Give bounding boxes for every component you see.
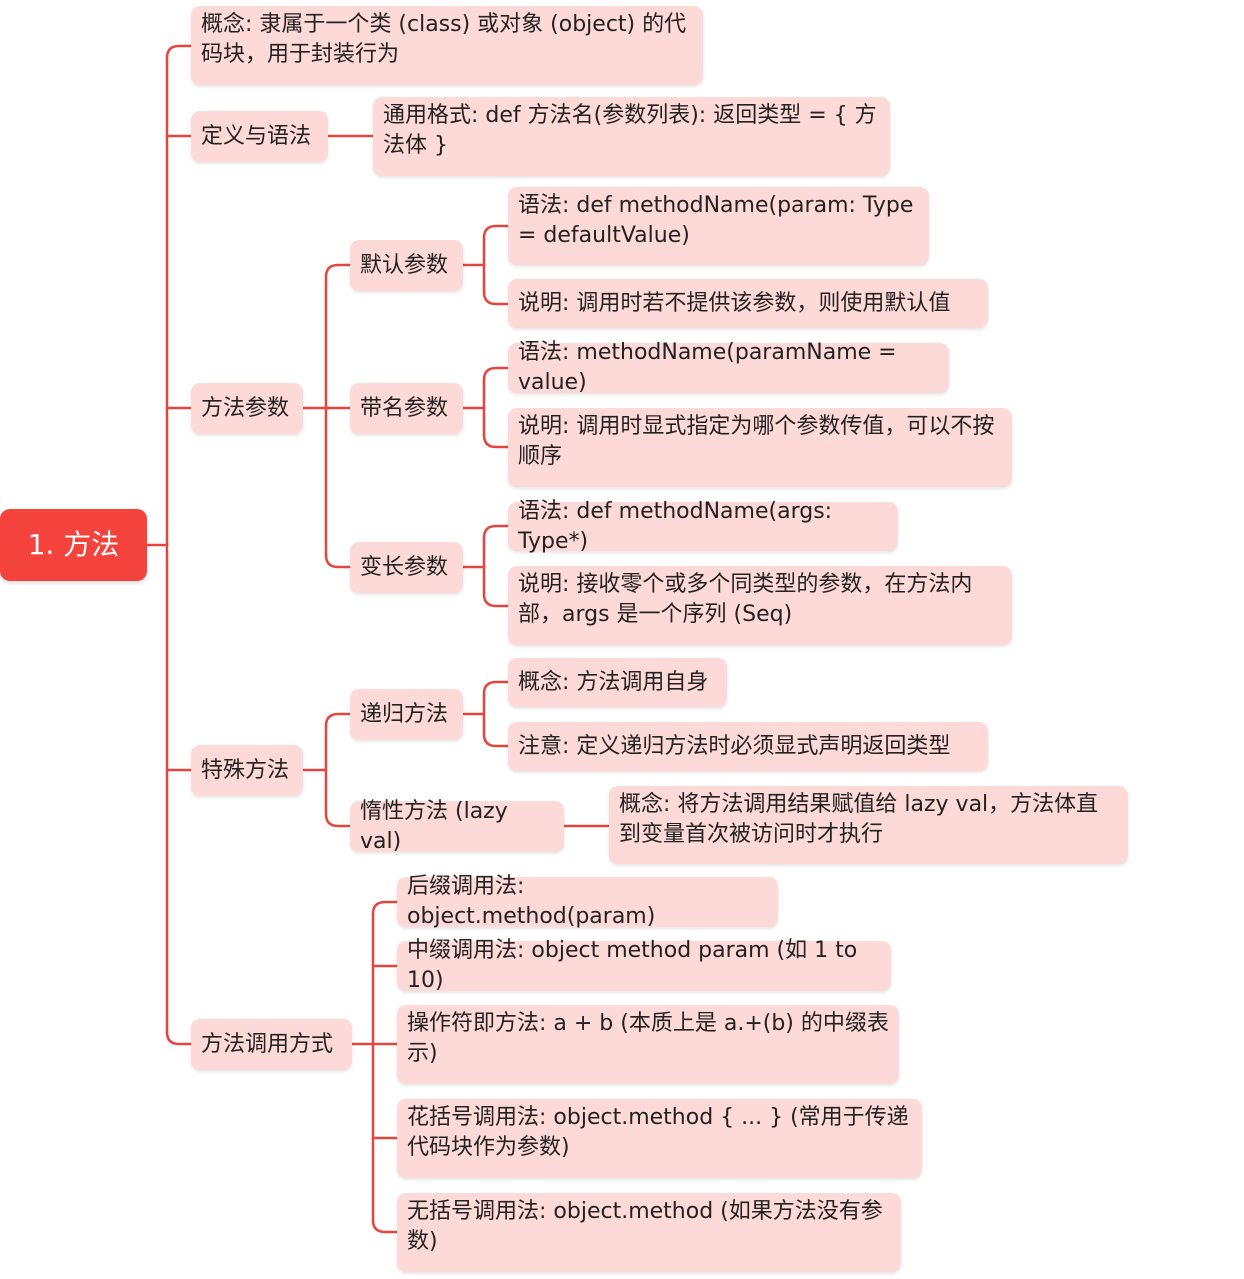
- link-default-branch-0: [482, 224, 510, 240]
- node-general-format[interactable]: 通用格式: def 方法名(参数列表): 返回类型 = { 方法体 }: [373, 97, 890, 176]
- node-named-syntax[interactable]: 语法: methodName(paramName = value): [508, 340, 949, 395]
- link-params-branch-2: [324, 553, 352, 569]
- node-default-syntax[interactable]: 语法: def methodName(param: Type = default…: [508, 187, 929, 265]
- node-concept[interactable]: 概念: 隶属于一个类 (class) 或对象 (object) 的代码块，用于封…: [191, 6, 703, 85]
- node-method-params[interactable]: 方法参数: [191, 383, 303, 434]
- node-recursive-note[interactable]: 注意: 定义递归方法时必须显式声明返回类型: [508, 722, 988, 771]
- link-invocation-branch-0: [371, 900, 399, 916]
- link-recursive-branch-0: [482, 680, 510, 696]
- root-node-methods[interactable]: 1. 方法: [0, 509, 147, 581]
- node-recursive-concept[interactable]: 概念: 方法调用自身: [508, 658, 727, 707]
- node-invocation-braces[interactable]: 花括号调用法: object.method { ... } (常用于传递代码块作…: [397, 1099, 922, 1178]
- link-varargs-branch-0: [482, 524, 510, 540]
- link-special-branch-1: [324, 812, 352, 828]
- link-varargs-branch-1: [482, 592, 510, 608]
- node-default-desc[interactable]: 说明: 调用时若不提供该参数，则使用默认值: [508, 279, 988, 328]
- link-params-branch-0: [324, 263, 352, 279]
- node-invocation-postfix[interactable]: 后缀调用法: object.method(param): [397, 874, 778, 929]
- link-root-branch-0: [165, 44, 193, 60]
- link-root-branch-4: [165, 1030, 193, 1046]
- node-varargs-syntax[interactable]: 语法: def methodName(args: Type*): [508, 499, 898, 554]
- node-definition[interactable]: 定义与语法: [191, 111, 328, 162]
- link-special-branch-0: [324, 712, 352, 728]
- node-invocation[interactable]: 方法调用方式: [191, 1019, 352, 1070]
- link-recursive-branch-1: [482, 732, 510, 748]
- node-lazy-concept[interactable]: 概念: 将方法调用结果赋值给 lazy val，方法体直到变量首次被访问时才执行: [609, 786, 1128, 864]
- node-named-desc[interactable]: 说明: 调用时显式指定为哪个参数传值，可以不按顺序: [508, 408, 1012, 487]
- node-varargs[interactable]: 变长参数: [350, 542, 463, 593]
- node-lazy[interactable]: 惰性方法 (lazy val): [350, 799, 564, 854]
- node-invocation-noparen[interactable]: 无括号调用法: object.method (如果方法没有参数): [397, 1193, 901, 1272]
- link-named-branch-0: [482, 366, 510, 382]
- node-special-methods[interactable]: 特殊方法: [191, 745, 303, 796]
- node-default-params[interactable]: 默认参数: [350, 240, 463, 291]
- node-varargs-desc[interactable]: 说明: 接收零个或多个同类型的参数，在方法内部，args 是一个序列 (Seq): [508, 566, 1012, 645]
- node-invocation-infix[interactable]: 中缀调用法: object method param (如 1 to 10): [397, 938, 891, 993]
- node-invocation-operator[interactable]: 操作符即方法: a + b (本质上是 a.+(b) 的中缀表示): [397, 1005, 899, 1084]
- link-invocation-branch-4: [371, 1218, 399, 1234]
- link-default-branch-1: [482, 290, 510, 306]
- link-named-branch-1: [482, 433, 510, 449]
- node-recursive[interactable]: 递归方法: [350, 689, 463, 740]
- node-named-params[interactable]: 带名参数: [350, 383, 463, 434]
